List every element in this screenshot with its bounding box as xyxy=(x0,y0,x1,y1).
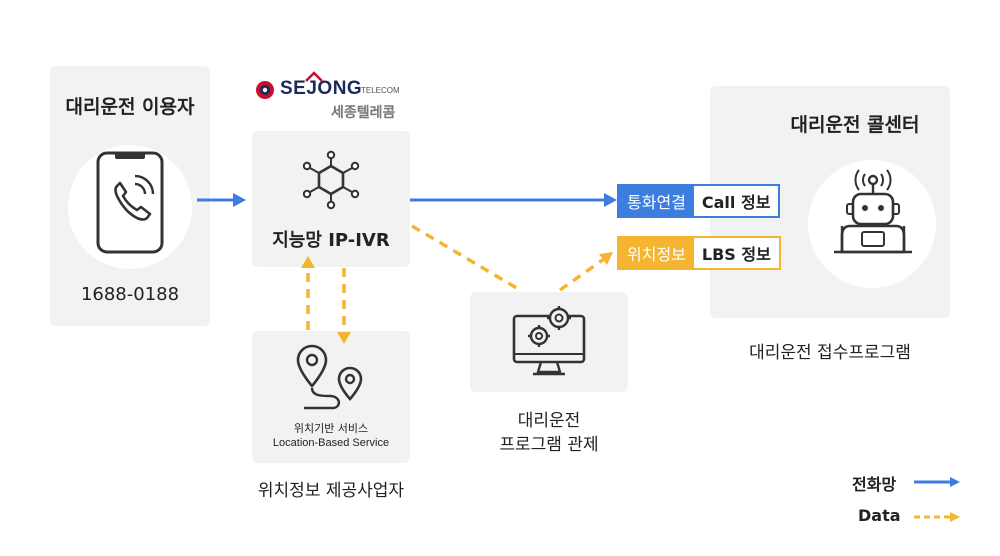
logo-roof-icon xyxy=(305,71,323,82)
phone-arrow-ivr-center xyxy=(604,193,617,207)
data-line-ivr-control xyxy=(411,224,521,292)
data-arrow-ivr-up xyxy=(301,256,315,268)
logo-korean: 세종텔레콤 xyxy=(331,105,396,121)
legend-phone-label: 전화망 xyxy=(852,475,897,494)
legend-data-line xyxy=(914,512,960,522)
monitor-gears-icon xyxy=(512,306,586,376)
call-tag-value: Call 정보 xyxy=(693,186,779,216)
control-panel xyxy=(470,292,628,392)
lbs-line1: 위치기반 서비스 xyxy=(293,422,369,435)
call-info-tag: 통화연결 Call 정보 xyxy=(617,184,781,218)
lbs-line2: Location-Based Service xyxy=(272,437,390,449)
logo-mark-icon xyxy=(256,81,274,99)
map-pin-route-icon xyxy=(296,344,363,410)
logo-sub: TELECOM xyxy=(361,86,400,95)
phone-call-icon xyxy=(96,151,164,254)
phone-arrow-user-ivr xyxy=(233,193,246,207)
legend-data-label: Data xyxy=(858,506,901,525)
control-caption-1: 대리운전 xyxy=(517,411,581,431)
sejong-logo: SEJONG TELECOM 세종텔레콤 xyxy=(255,71,415,124)
center-title: 대리운전 콜센터 xyxy=(790,114,920,136)
logo-wordmark-b: JONG xyxy=(306,78,363,99)
data-line-control-center xyxy=(558,257,606,292)
call-tag-key: 통화연결 xyxy=(619,186,694,216)
data-arrow-control-center xyxy=(599,252,613,265)
logo-wordmark: SEJONG xyxy=(280,78,362,100)
data-arrow-lbs-down xyxy=(337,332,351,344)
ivr-label: 지능망 IP-IVR xyxy=(272,230,390,251)
user-number: 1688-0188 xyxy=(80,284,180,305)
user-icon-circle xyxy=(68,145,192,269)
center-caption: 대리운전 접수프로그램 xyxy=(749,343,911,363)
logo-wordmark-a: SE xyxy=(280,78,307,99)
lbs-caption: 위치정보 제공사업자 xyxy=(257,481,405,501)
user-title: 대리운전 이용자 xyxy=(65,96,195,118)
legend-phone-line xyxy=(914,477,960,487)
control-caption-2: 프로그램 관제 xyxy=(499,435,599,455)
robot-agent-icon xyxy=(834,169,912,254)
lbs-info-tag: 위치정보 LBS 정보 xyxy=(617,236,781,270)
lbs-tag-key: 위치정보 xyxy=(619,238,694,268)
lbs-tag-value: LBS 정보 xyxy=(693,238,779,268)
network-hexagon-icon xyxy=(302,150,360,210)
